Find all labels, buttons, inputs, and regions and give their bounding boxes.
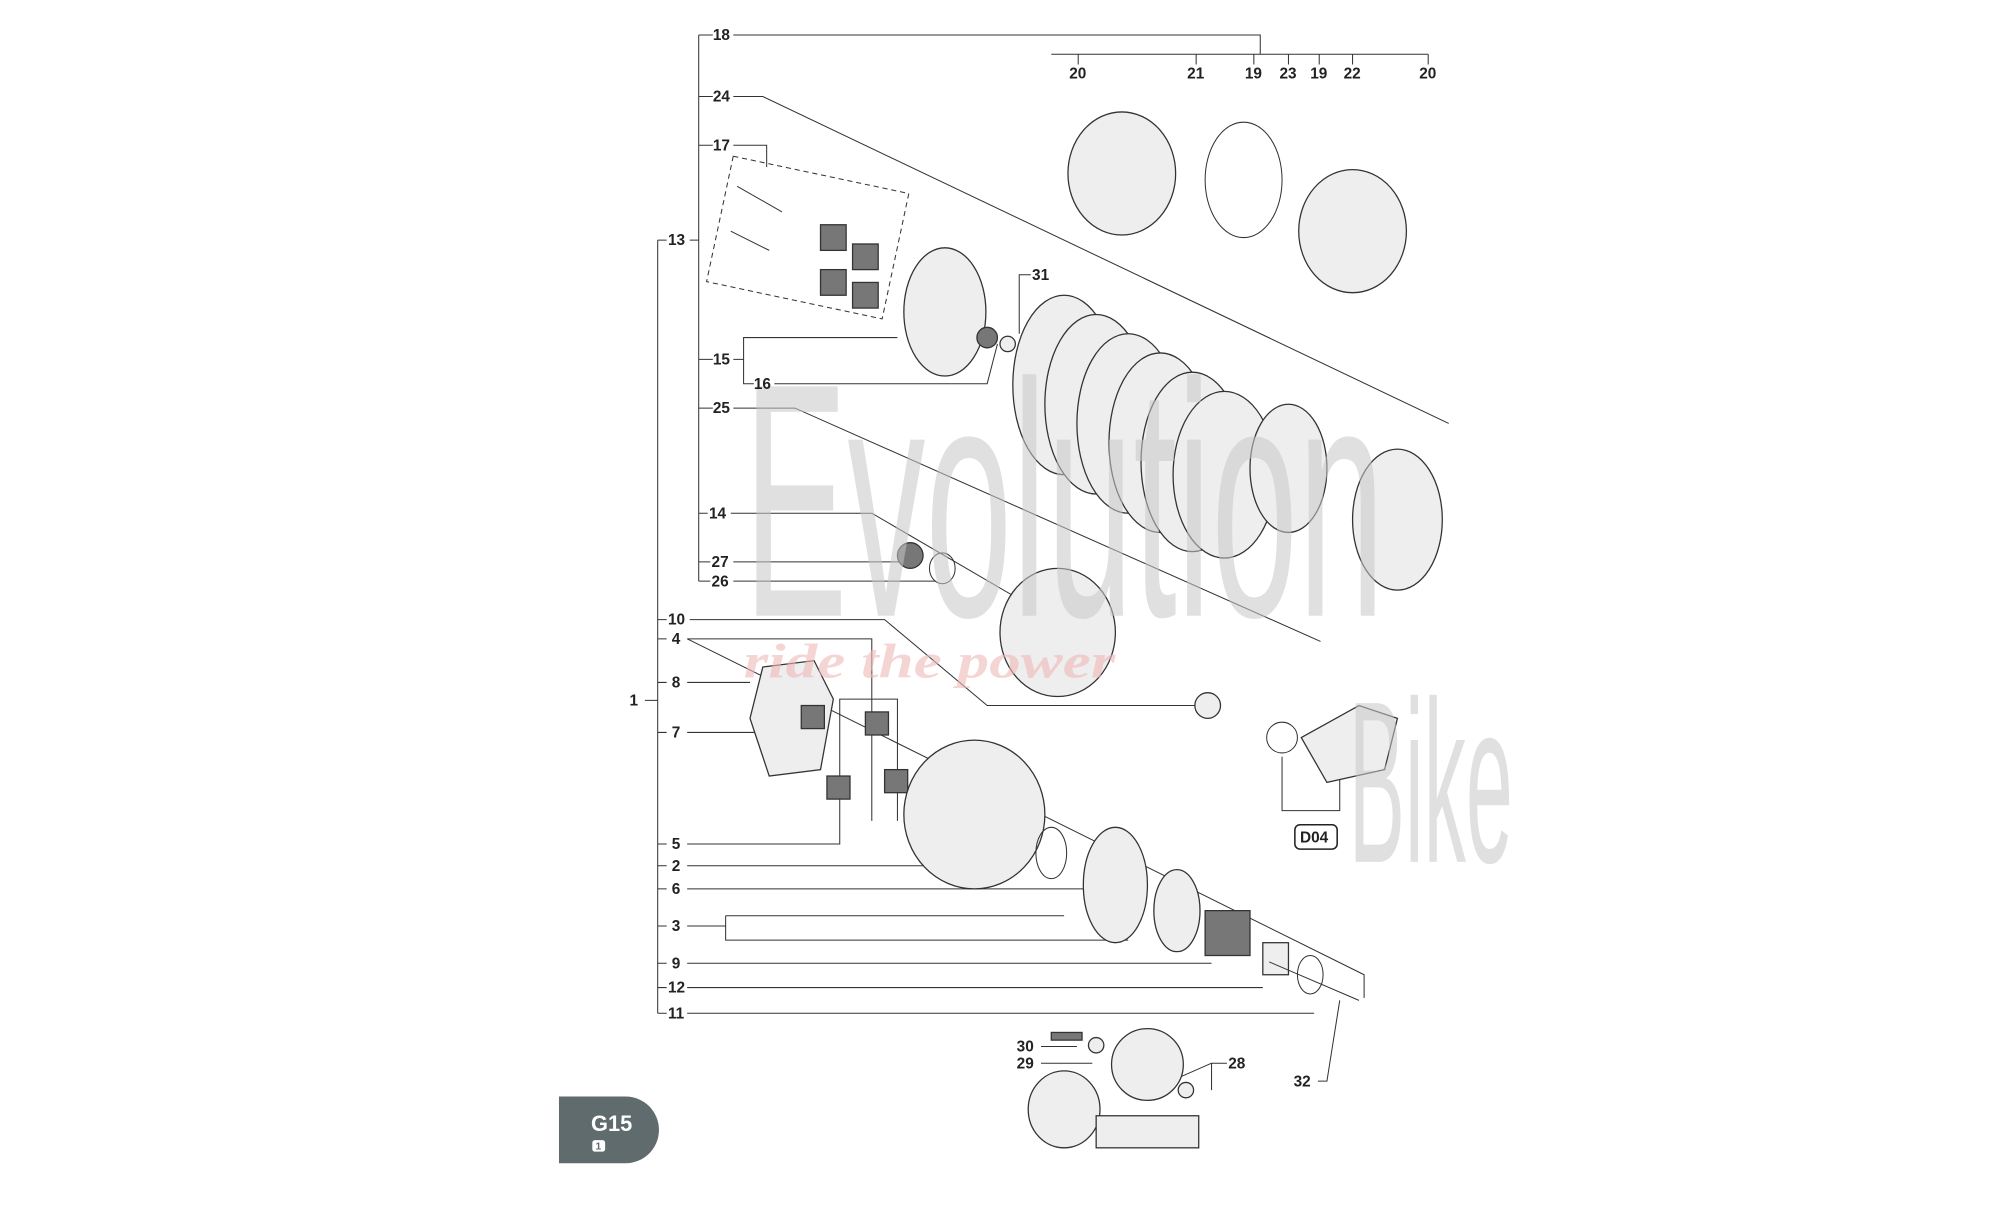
clutch-parts [705, 111, 1443, 1149]
callout-3: 3 [672, 918, 681, 935]
pressure-plate [903, 247, 987, 377]
callout-2: 2 [672, 858, 681, 875]
callout-30: 30 [1017, 1039, 1034, 1056]
watermark-tagline: ride the power [744, 634, 1117, 688]
callout-6: 6 [672, 881, 681, 898]
leader-lines [644, 34, 1449, 1091]
callout-12: 12 [668, 980, 685, 997]
callout-16: 16 [754, 376, 771, 393]
callout-31: 31 [1032, 267, 1050, 284]
callout-10: 10 [668, 612, 685, 629]
callout-32: 32 [1294, 1073, 1311, 1090]
gear [1153, 868, 1201, 953]
spring-set [730, 185, 879, 309]
callout-22: 22 [1344, 66, 1361, 83]
callout-9: 9 [672, 955, 681, 972]
callout-26: 26 [712, 573, 729, 590]
section-code: G15 [591, 1111, 632, 1136]
callout-15: 15 [713, 351, 731, 368]
watermark-line2: Bike [1349, 653, 1513, 911]
callout-20-left: 20 [1069, 66, 1086, 83]
plate [749, 659, 835, 777]
callout-20-right: 20 [1419, 66, 1436, 83]
connector-d04[interactable]: D04 [1294, 823, 1338, 850]
actuator [1300, 704, 1399, 784]
clutch-disc-pack [1012, 294, 1443, 591]
callout-4: 4 [672, 631, 681, 648]
callout-18: 18 [713, 27, 731, 44]
callout-7: 7 [672, 725, 681, 742]
callout-27: 27 [712, 554, 729, 571]
callout-14: 14 [709, 505, 727, 522]
callout-8: 8 [672, 675, 681, 692]
callout-21: 21 [1187, 66, 1205, 83]
callout-23: 23 [1279, 66, 1296, 83]
callout-13: 13 [668, 232, 685, 249]
callout-25: 25 [713, 400, 731, 417]
watermark: Evolution Bike ride the power [744, 314, 1513, 911]
callout-5: 5 [672, 836, 681, 853]
watermark-line1: Evolution [744, 314, 1385, 687]
callout-labels: 18 24 17 13 15 16 31 25 14 27 26 10 4 8 … [629, 27, 1436, 1090]
connector-d04-label: D04 [1300, 830, 1329, 847]
callout-17: 17 [713, 137, 730, 154]
section-badge: G15 1 [558, 1096, 659, 1164]
callout-28: 28 [1228, 1055, 1246, 1072]
callout-11: 11 [668, 1005, 685, 1022]
section-sub: 1 [596, 1142, 602, 1153]
callout-1: 1 [629, 693, 638, 710]
clutch-hub [999, 567, 1117, 698]
callout-29: 29 [1017, 1055, 1034, 1072]
clutch-basket [903, 739, 1046, 890]
callout-19-right: 19 [1310, 66, 1327, 83]
callout-19-left: 19 [1245, 66, 1262, 83]
callout-24: 24 [713, 89, 731, 106]
